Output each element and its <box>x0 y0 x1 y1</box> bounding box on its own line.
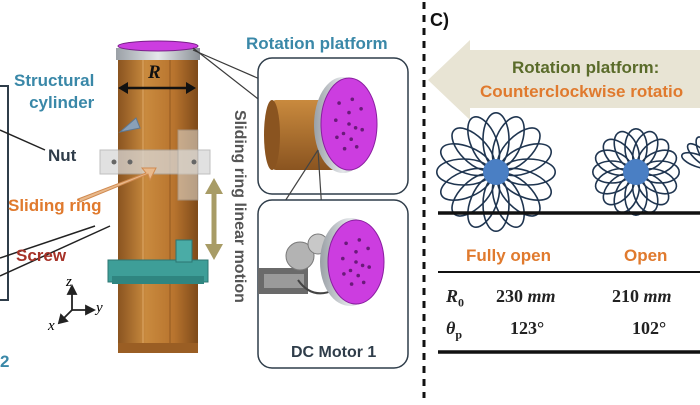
row-r0-open-unit: mm <box>643 286 672 306</box>
banner-subtitle: Counterclockwise rotatio <box>480 82 684 101</box>
disc-hole <box>347 110 351 115</box>
radius-dimension <box>118 82 196 94</box>
row-r0-symbol-sub: 0 <box>458 295 465 310</box>
disc-hole <box>344 241 348 246</box>
partial-flower <box>680 136 700 170</box>
row-r0-open-value: 210 <box>612 286 639 306</box>
edge-digit-label: 2 <box>0 352 10 371</box>
row-theta-symbol-main: θ <box>446 318 456 338</box>
zoom-connector-top <box>192 49 263 81</box>
bottom-clamp <box>107 239 209 284</box>
disc-hole <box>337 101 341 105</box>
disc-hole <box>354 260 358 264</box>
row-r0-fully-open-unit: mm <box>527 286 556 306</box>
screw-leader-line-2 <box>0 225 111 277</box>
dc-motor-zoom-box <box>257 199 409 369</box>
disc-hole <box>353 126 358 130</box>
rotation-platform-zoom-box <box>257 57 409 195</box>
disc-hole <box>349 137 354 141</box>
disc-hole <box>354 250 358 254</box>
structural-cylinder-label-line1: Structural <box>14 71 95 90</box>
banner-arrow <box>428 40 700 120</box>
row-r0-open: 210 mm <box>612 286 672 307</box>
sliding-ring-label: Sliding ring <box>8 196 102 215</box>
disc-hole <box>359 107 363 111</box>
table-header-open: Open <box>624 246 668 265</box>
nut-label: Nut <box>48 146 77 165</box>
flower-petal <box>695 136 700 168</box>
row-r0-fully-open-value: 230 <box>496 286 523 306</box>
linear-motion-label: Sliding ring linear motion <box>231 110 248 303</box>
structural-cylinder-label: Structural cylinder <box>14 70 94 114</box>
disc-hole <box>360 127 365 132</box>
disc-hole <box>349 282 354 286</box>
top-platform <box>116 40 200 60</box>
screw-leader-line <box>0 225 96 259</box>
radius-symbol: R <box>148 62 161 83</box>
disc-hole <box>367 265 372 269</box>
disc-hole <box>360 263 365 268</box>
disc-hole <box>348 268 353 273</box>
rotation-platform-label: Rotation platform <box>246 34 388 53</box>
linear-motion-arrow <box>205 178 223 260</box>
row-r0-symbol: R0 <box>446 286 464 311</box>
motor-gear <box>285 241 315 271</box>
structural-cylinder-label-line2: cylinder <box>29 93 95 112</box>
disc-hole <box>342 272 346 276</box>
left-frame-bracket <box>0 85 9 301</box>
disc-hole <box>356 273 361 278</box>
nut-leader-line <box>0 129 46 151</box>
panel-tag: C) <box>430 10 449 30</box>
structural-cylinder <box>118 50 198 353</box>
row-theta-symbol: θp <box>446 318 462 343</box>
open-flower <box>592 128 680 216</box>
axis-x-label: x <box>48 318 55 334</box>
axis-z-label: z <box>66 274 72 290</box>
disc-hole <box>357 238 362 242</box>
flower-center <box>623 159 649 185</box>
disc-hole <box>350 97 355 102</box>
row-theta-open: 102° <box>632 318 667 338</box>
disc-hole <box>366 246 370 251</box>
zoom-connector-bottom <box>192 47 263 103</box>
disc-hole <box>347 122 351 126</box>
disc-hole <box>341 131 346 136</box>
table-header-fully-open: Fully open <box>466 246 551 265</box>
flower-center <box>483 159 509 185</box>
screw-label: Screw <box>16 246 67 265</box>
banner-title: Rotation platform: <box>512 58 660 77</box>
disc-hole <box>342 146 347 151</box>
fully-open-flower <box>436 112 556 232</box>
disc-hole <box>361 280 366 285</box>
row-theta-fully-open: 123° <box>510 318 545 338</box>
row-r0-symbol-main: R <box>446 286 459 306</box>
disc-hole <box>335 135 339 140</box>
dc-motor-label: DC Motor 1 <box>291 344 377 361</box>
sliding-ring-pointer <box>77 167 157 203</box>
disc-hole <box>341 256 345 261</box>
disc-hole <box>354 145 359 149</box>
disc-hole <box>334 118 338 122</box>
flower-petal <box>686 142 700 168</box>
axis-y-label: y <box>96 300 103 316</box>
axis-triad <box>57 283 97 325</box>
row-theta-symbol-sub: p <box>455 327 463 342</box>
structural-cylinder-pointer <box>118 117 141 133</box>
row-r0-fully-open: 230 mm <box>496 286 556 307</box>
